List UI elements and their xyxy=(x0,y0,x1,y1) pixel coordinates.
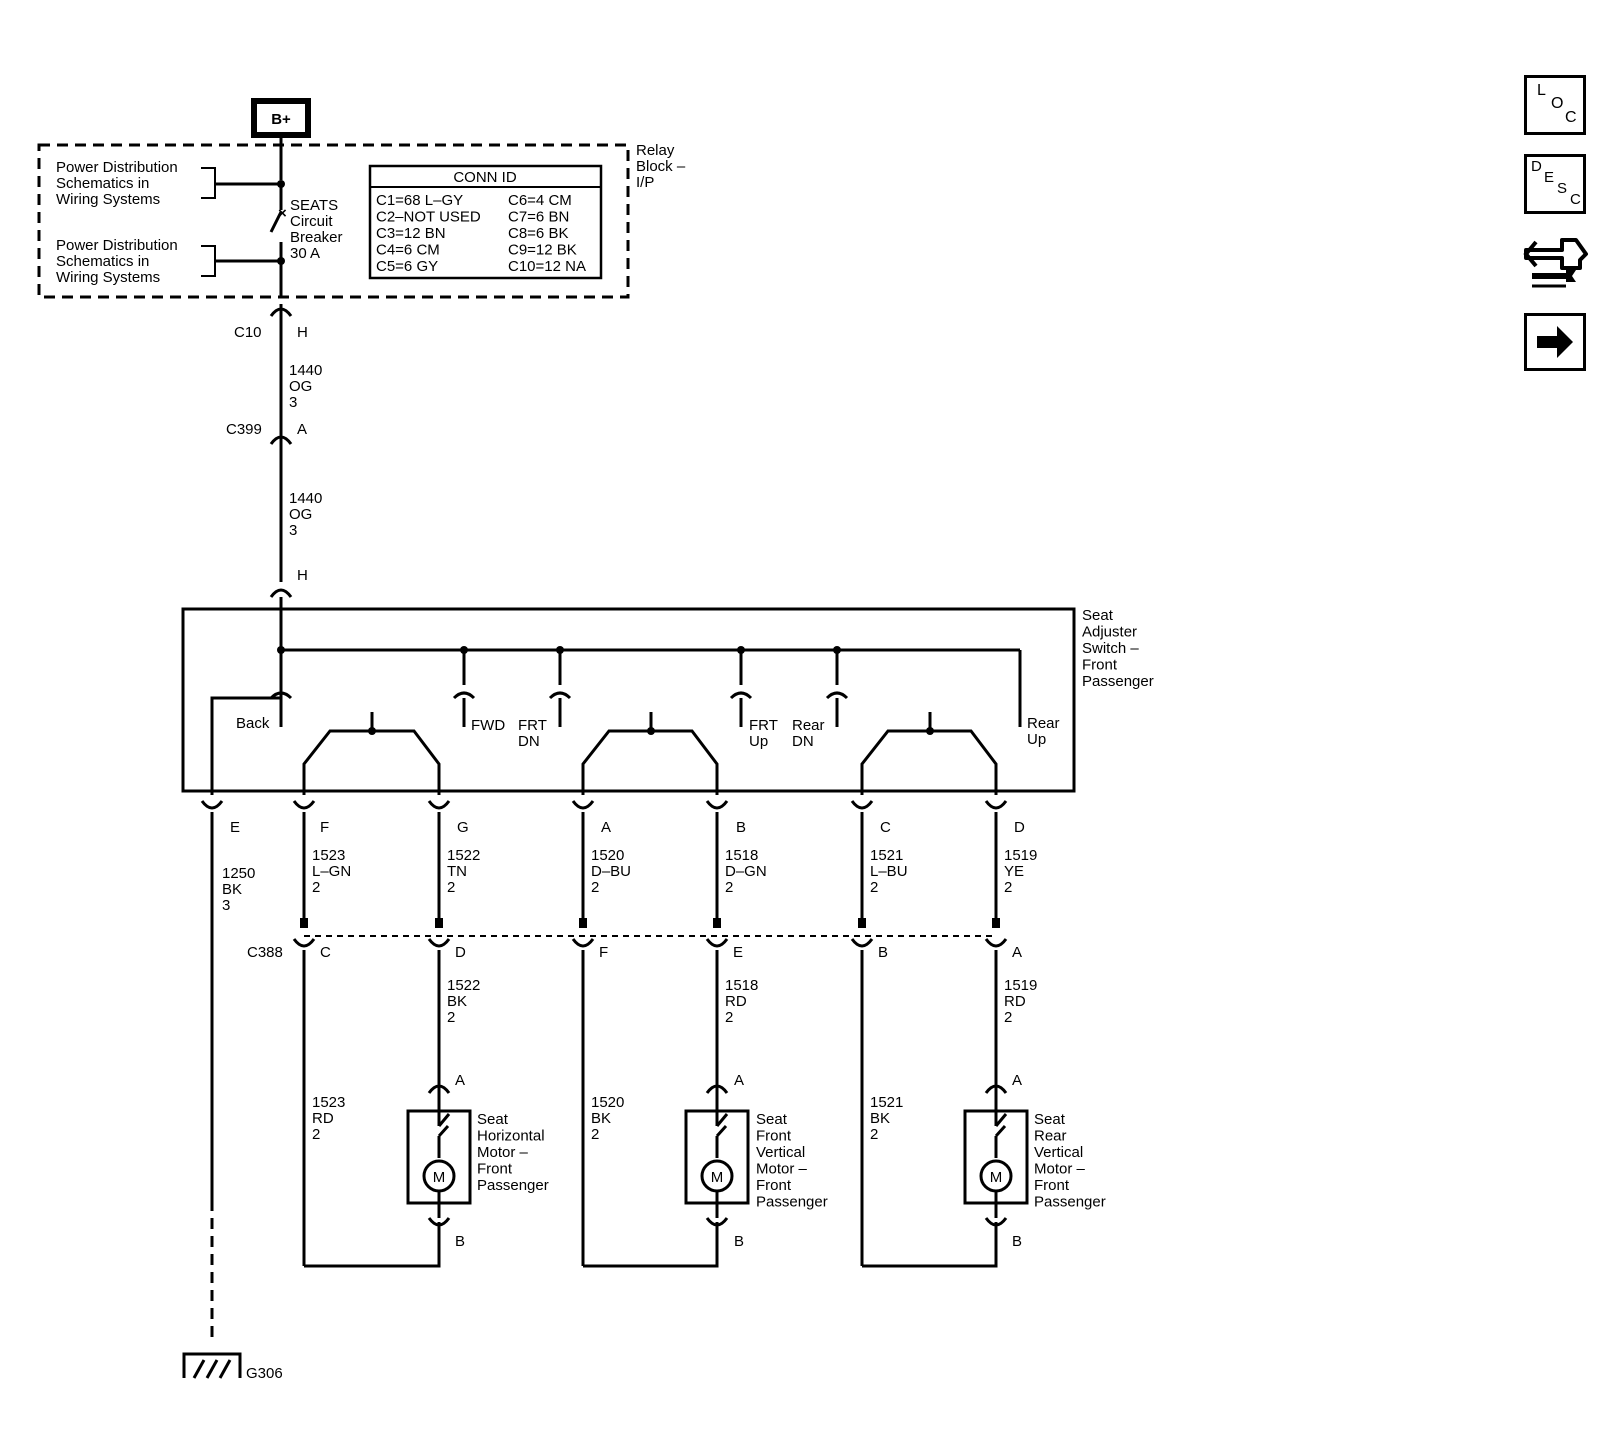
horizontal-switch-lever xyxy=(302,729,441,795)
motor-pin-a: A xyxy=(1012,1072,1022,1089)
wire-1518-dgn: 1518 D–GN 2 xyxy=(725,847,771,896)
battery-power-label: B+ xyxy=(271,111,291,128)
location-view-button[interactable]: L O C xyxy=(1524,75,1586,135)
motor-pin-a: A xyxy=(455,1072,465,1089)
wire-1523-lgn: 1523 L–GN 2 xyxy=(312,847,355,896)
connector-wrench-icon xyxy=(1523,238,1588,288)
pin-f: F xyxy=(320,819,329,836)
power-distribution-ref-bottom: Power Distribution Schematics in Wiring … xyxy=(56,237,182,286)
switch-fwd-label: FWD xyxy=(471,717,505,734)
conn-id-right-column: C6=4 CM C7=6 BN C8=6 BK C9=12 BK C10=12 … xyxy=(508,192,586,275)
connector-c399-label: C399 xyxy=(226,421,262,438)
connector-c388-label: C388 xyxy=(247,944,283,961)
seat-rear-vertical-motor-label: Seat Rear Vertical Motor – Front Passeng… xyxy=(1034,1111,1106,1211)
switch-back-label: Back xyxy=(236,715,270,732)
power-distribution-ref-top: Power Distribution Schematics in Wiring … xyxy=(56,159,182,208)
wire-1518-rd: 1518 RD 2 xyxy=(725,977,763,1026)
wire-1522-bk: 1522 BK 2 xyxy=(447,977,485,1026)
seat-front-vertical-motor-label: Seat Front Vertical Motor – Front Passen… xyxy=(756,1111,828,1211)
description-view-button[interactable]: D E S C xyxy=(1524,154,1586,214)
motor-m-symbol: M xyxy=(990,1169,1003,1186)
switch-output-terminals xyxy=(200,800,1008,810)
ground-symbol-icon xyxy=(182,1352,242,1379)
switch-input-pin: H xyxy=(297,567,308,584)
connector-c10-pin: H xyxy=(297,324,308,341)
conn-id-left-column: C1=68 L–GY C2–NOT USED C3=12 BN C4=6 CM … xyxy=(376,192,485,275)
wire-1520-bk: 1520 BK 2 xyxy=(591,1094,629,1143)
motor-pin-a: A xyxy=(734,1072,744,1089)
relay-block-boundary xyxy=(37,143,630,299)
switch-input-terminal xyxy=(269,588,293,598)
right-arrow-icon xyxy=(1537,326,1573,358)
seat-horizontal-motor-label: Seat Horizontal Motor – Front Passenger xyxy=(477,1111,549,1194)
wire-1519-ye: 1519 YE 2 xyxy=(1004,847,1042,896)
pin-a: A xyxy=(601,819,611,836)
next-page-button[interactable] xyxy=(1524,313,1586,371)
seat-rear-vertical-motor xyxy=(963,1084,1029,1227)
motor-pin-b: B xyxy=(455,1233,465,1250)
wire-1521-lbu: 1521 L–BU 2 xyxy=(870,847,912,896)
wire-1519-rd: 1519 RD 2 xyxy=(1004,977,1042,1026)
ground-g306-label: G306 xyxy=(246,1365,283,1382)
circuit-breaker-label: SEATS Circuit Breaker 30 A xyxy=(290,197,347,262)
motor-pin-b: B xyxy=(734,1233,744,1250)
wire-1440-og-lower: 1440 OG 3 xyxy=(289,490,327,539)
seat-front-vertical-motor xyxy=(684,1084,750,1227)
connector-c388 xyxy=(292,918,1008,948)
connector-c10-label: C10 xyxy=(234,324,262,341)
circuit-breaker-mark: × xyxy=(278,205,287,222)
wire-1520-dbu: 1520 D–BU 2 xyxy=(591,847,635,896)
motor-pin-b: B xyxy=(1012,1233,1022,1250)
loc-letter-c: C xyxy=(1565,109,1577,126)
rear-vertical-switch-lever xyxy=(860,729,998,795)
relay-block-label: Relay Block – I/P xyxy=(636,142,689,191)
wire-1521-bk: 1521 BK 2 xyxy=(870,1094,908,1143)
switch-frt-dn-label: FRT DN xyxy=(518,717,551,750)
circuit-breaker-contact xyxy=(269,211,283,233)
loc-letter-o: O xyxy=(1551,95,1564,112)
desc-letter-s: S xyxy=(1557,180,1568,197)
seat-horizontal-motor xyxy=(406,1084,472,1227)
wire-1523-rd: 1523 RD 2 xyxy=(312,1094,350,1143)
wire-1522-tn: 1522 TN 2 xyxy=(447,847,485,896)
c388-pin-c: C xyxy=(320,944,331,961)
wire-1250-bk: 1250 BK 3 xyxy=(222,865,260,914)
c388-pin-e: E xyxy=(733,944,743,961)
switch-frt-up-label: FRT Up xyxy=(749,717,782,750)
pin-g: G xyxy=(457,819,469,836)
c388-pin-b: B xyxy=(878,944,888,961)
connector-end-view-button[interactable] xyxy=(1522,228,1590,294)
switch-rear-dn-label: Rear DN xyxy=(792,717,829,750)
seat-adjuster-switch xyxy=(181,607,1076,793)
c388-pin-d: D xyxy=(455,944,466,961)
pin-c: C xyxy=(880,819,891,836)
wire-1440-og-upper: 1440 OG 3 xyxy=(289,362,327,411)
front-vertical-switch-lever xyxy=(581,729,719,795)
desc-letter-e: E xyxy=(1544,169,1555,186)
switch-rear-up-label: Rear Up xyxy=(1027,715,1064,748)
conn-id-table xyxy=(368,164,603,280)
c388-pin-a: A xyxy=(1012,944,1022,961)
connector-c399-pin: A xyxy=(297,421,307,438)
loc-letter-l: L xyxy=(1537,82,1546,99)
desc-letter-d: D xyxy=(1531,158,1542,175)
pin-b: B xyxy=(736,819,746,836)
conn-id-title: CONN ID xyxy=(453,169,517,186)
motor-m-symbol: M xyxy=(433,1169,446,1186)
seat-adjuster-switch-label: Seat Adjuster Switch – Front Passenger xyxy=(1082,607,1154,690)
pin-d: D xyxy=(1014,819,1025,836)
pin-e: E xyxy=(230,819,240,836)
motor-m-symbol: M xyxy=(711,1169,724,1186)
desc-letter-c: C xyxy=(1570,191,1581,208)
c388-pin-f: F xyxy=(599,944,608,961)
